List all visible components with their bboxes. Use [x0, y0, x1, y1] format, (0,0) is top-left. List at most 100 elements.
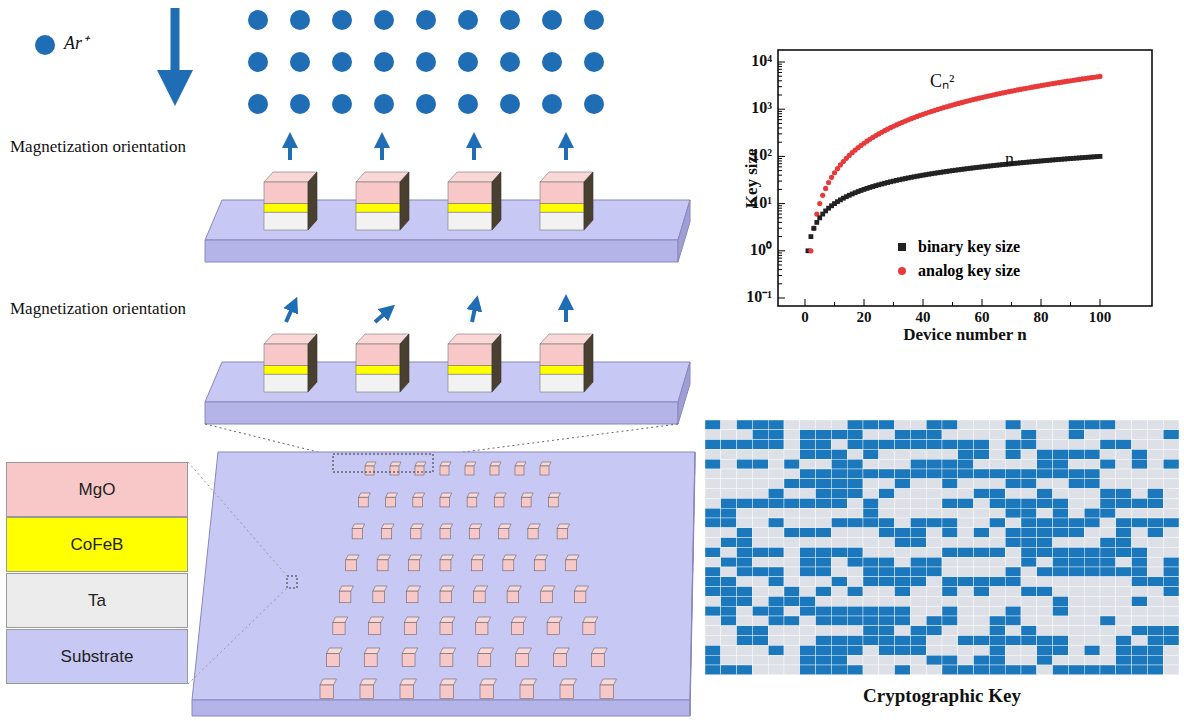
key-bit [926, 508, 942, 518]
tick-label: 60 [975, 309, 990, 326]
minor-tick [778, 275, 782, 276]
key-bit [784, 430, 800, 440]
device-top [583, 617, 598, 622]
key-bit [1053, 440, 1069, 450]
key-bit [1116, 626, 1132, 636]
key-bit [705, 616, 721, 626]
minor-tick [778, 269, 782, 270]
key-bit [721, 469, 737, 479]
key-bit [1037, 420, 1053, 430]
device [360, 685, 374, 699]
cofeb-layer [264, 204, 308, 213]
key-bit [847, 606, 863, 616]
device-side [308, 334, 317, 392]
device-top [528, 524, 541, 529]
key-bit [910, 538, 926, 548]
key-bit [752, 547, 768, 557]
key-bit [737, 547, 753, 557]
key-bit [989, 430, 1005, 440]
tick [778, 203, 785, 204]
key-bit [721, 528, 737, 538]
key-bit [705, 577, 721, 587]
key-bit [752, 577, 768, 587]
key-bit [1037, 528, 1053, 538]
key-bit [768, 557, 784, 567]
key-bit [910, 567, 926, 577]
key-bit [989, 459, 1005, 469]
key-bit [1100, 655, 1116, 665]
device [346, 560, 357, 571]
key-bit [768, 596, 784, 606]
key-bit [768, 440, 784, 450]
key-bit [926, 440, 942, 450]
key-bit [752, 636, 768, 646]
ion-dot [500, 10, 520, 30]
key-bit [847, 449, 863, 459]
key-bit [816, 665, 832, 675]
device [440, 591, 452, 603]
key-bit [910, 606, 926, 616]
key-bit [1084, 518, 1100, 528]
key-bit [1100, 557, 1116, 567]
key-bit [1132, 557, 1148, 567]
key-bit [721, 440, 737, 450]
key-bit [879, 430, 895, 440]
minor-tick [778, 158, 782, 159]
key-bit [1053, 420, 1069, 430]
key-bit [1163, 616, 1179, 626]
key-bit [847, 459, 863, 469]
key-bit [784, 547, 800, 557]
key-bit [879, 557, 895, 567]
key-bit [768, 479, 784, 489]
legend-marker [898, 243, 906, 251]
key-bit [1005, 547, 1021, 557]
device-top [540, 462, 551, 466]
key-bit [974, 449, 990, 459]
key-bit [847, 498, 863, 508]
key-bit [784, 587, 800, 597]
key-bit [910, 547, 926, 557]
binary-point [809, 234, 814, 239]
device-top [440, 493, 452, 497]
key-bit [847, 557, 863, 567]
ta-layer [356, 212, 400, 230]
key-bit [1037, 440, 1053, 450]
key-bit [895, 587, 911, 597]
ta-layer [540, 212, 584, 230]
legend-text: MgO [79, 480, 116, 500]
key-bit [1147, 577, 1163, 587]
key-bit [1116, 596, 1132, 606]
ion-dot [458, 52, 478, 72]
key-bit [895, 616, 911, 626]
device [413, 497, 423, 507]
key-bit [1132, 538, 1148, 548]
key-bit [1132, 626, 1148, 636]
key-bit [816, 645, 832, 655]
key-bit [895, 596, 911, 606]
device [465, 466, 474, 475]
device [404, 622, 416, 634]
legend-text: CoFeB [71, 535, 124, 555]
key-bit [847, 538, 863, 548]
key-bit [895, 626, 911, 636]
key-bit [831, 528, 847, 538]
key-bit [816, 518, 832, 528]
key-bit [831, 538, 847, 548]
key-bit [958, 479, 974, 489]
device [369, 622, 381, 634]
tick [805, 299, 806, 306]
key-bit [879, 587, 895, 597]
key-bit [974, 606, 990, 616]
key-bit [895, 655, 911, 665]
key-bit [1084, 665, 1100, 675]
key-bit [958, 596, 974, 606]
key-bit [752, 567, 768, 577]
key-bit [784, 459, 800, 469]
key-bit [705, 596, 721, 606]
ion-dot [542, 10, 562, 30]
device [402, 654, 415, 667]
key-bit [1100, 449, 1116, 459]
key-bit [926, 616, 942, 626]
key-bit [1021, 645, 1037, 655]
key-bit [800, 626, 816, 636]
